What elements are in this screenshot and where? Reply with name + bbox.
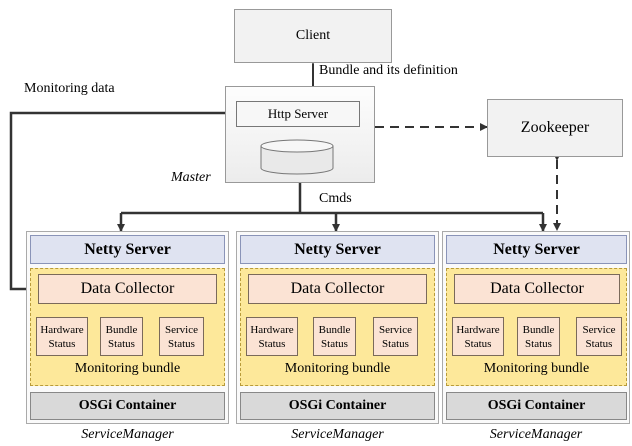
client-label: Client [295,28,331,43]
netty-server-label: Netty Server [84,240,171,258]
data-collector-label: Data Collector [290,280,385,297]
netty-server-box: Netty Server [446,235,627,264]
osgi-container-label: OSGi Container [487,398,586,413]
bundle-definition-label: Bundle and its definition [319,63,458,78]
zookeeper-label: Zookeeper [520,119,590,136]
osgi-container-box: OSGi Container [30,392,225,420]
netty-server-box: Netty Server [240,235,435,264]
data-collector-label: Data Collector [80,280,175,297]
bundle-status-box: Bundle Status [517,317,560,356]
master-label: Master [171,170,211,185]
monitoring-bundle-label: Monitoring bundle [284,361,391,376]
http-server-label: Http Server [267,106,329,121]
status-line-1: Bundle [105,323,138,336]
monitoring-bundle-label: Monitoring bundle [74,361,181,376]
status-line-1: Bundle [318,323,351,336]
osgi-container-box: OSGi Container [240,392,435,420]
status-line-2: Status [525,337,552,350]
status-line-2: Status [321,337,348,350]
bundle-status-box: Bundle Status [313,317,356,356]
data-collector-box: Data Collector [248,274,427,304]
client-box: Client [234,9,392,63]
status-line-1: Bundle [522,323,555,336]
hardware-status-box: Hardware Status [36,317,88,356]
http-server-box: Http Server [236,101,360,127]
netty-server-label: Netty Server [493,240,580,258]
osgi-container-box: OSGi Container [446,392,627,420]
status-line-2: Status [382,337,409,350]
database-icon [260,139,334,175]
hardware-status-box: Hardware Status [452,317,504,356]
service-status-box: Service Status [373,317,418,356]
service-status-box: Service Status [576,317,622,356]
status-line-1: Hardware [40,323,84,336]
service-status-box: Service Status [159,317,204,356]
netty-server-box: Netty Server [30,235,225,264]
status-line-2: Status [168,337,195,350]
status-line-1: Hardware [456,323,500,336]
monitoring-data-arrow [9,109,235,291]
status-line-1: Service [165,323,198,336]
zookeeper-box: Zookeeper [487,99,623,157]
service-manager-caption: ServiceManager [291,427,384,442]
status-line-1: Service [379,323,412,336]
netty-server-label: Netty Server [294,240,381,258]
status-line-1: Service [582,323,616,336]
status-line-2: Status [585,337,613,350]
hardware-status-box: Hardware Status [246,317,298,356]
osgi-container-label: OSGi Container [78,398,177,413]
status-line-2: Status [464,337,492,350]
status-line-1: Hardware [250,323,294,336]
osgi-container-label: OSGi Container [288,398,387,413]
data-collector-box: Data Collector [454,274,620,304]
status-line-2: Status [48,337,76,350]
service-manager-caption: ServiceManager [489,427,583,442]
monitoring-data-label: Monitoring data [24,81,115,96]
status-line-2: Status [258,337,286,350]
monitoring-bundle-label: Monitoring bundle [483,361,590,376]
status-line-2: Status [108,337,135,350]
bundle-status-box: Bundle Status [100,317,143,356]
data-collector-box: Data Collector [38,274,217,304]
service-manager-caption: ServiceManager [81,427,174,442]
data-collector-label: Data Collector [490,280,584,297]
cmds-label: Cmds [319,191,352,206]
